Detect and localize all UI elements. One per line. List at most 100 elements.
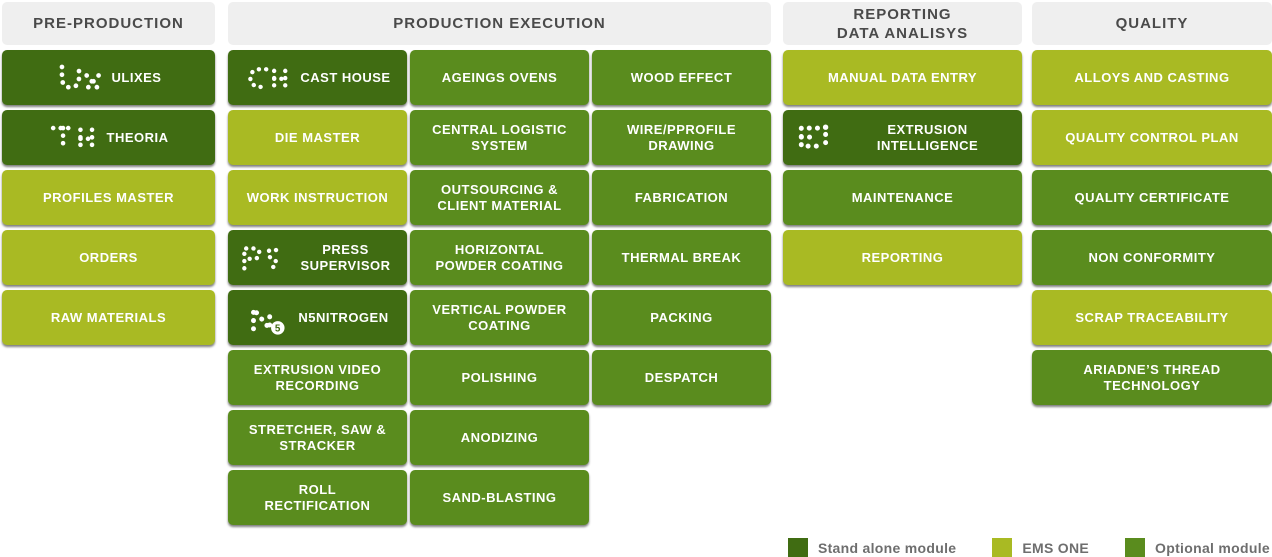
module-orders: ORDERS (2, 230, 215, 285)
module-ageings-ovens: AGEINGS OVENS (410, 50, 589, 105)
column-header-pre-production: PRE-PRODUCTION (2, 2, 215, 45)
module-label: N5NITROGEN (298, 309, 389, 325)
module-label: PACKING (650, 309, 713, 325)
module-profiles-master: PROFILES MASTER (2, 170, 215, 225)
module-extrusion-video-recording: EXTRUSION VIDEO RECORDING (228, 350, 407, 405)
legend: Stand alone module EMS ONE Optional modu… (787, 538, 1270, 557)
module-alloys-and-casting: ALLOYS AND CASTING (1032, 50, 1272, 105)
module-roll-rectification: ROLL RECTIFICATION (228, 470, 407, 525)
module-non-conformity: NON CONFORMITY (1032, 230, 1272, 285)
module-central-logistic-system: CENTRAL LOGISTIC SYSTEM (410, 110, 589, 165)
cast-house-logo-icon (248, 66, 288, 89)
legend-label: Stand alone module (817, 539, 957, 556)
legend-label: Optional module (1155, 539, 1270, 556)
legend-swatch-stand-alone (787, 538, 808, 557)
column-title: QUALITY (1115, 15, 1189, 32)
module-n5nitrogen: 5 N5NITROGEN (228, 290, 407, 345)
module-label: ARIADNE’S THREAD TECHNOLOGY (1083, 361, 1221, 393)
module-stretcher-saw-stracker: STRETCHER, SAW & STRACKER (228, 410, 407, 465)
column-header-production-execution: PRODUCTION EXECUTION (228, 2, 771, 45)
column-title: PRE-PRODUCTION (33, 15, 184, 32)
module-label: SAND-BLASTING (442, 489, 557, 505)
module-maintenance: MAINTENANCE (783, 170, 1022, 225)
module-label: VERTICAL POWDER COATING (432, 301, 567, 333)
module-label: THEORIA (106, 129, 169, 145)
production-subcolumn-3: WOOD EFFECT WIRE/PPROFILE DRAWING FABRIC… (592, 50, 771, 525)
module-label: AGEINGS OVENS (441, 69, 558, 85)
module-label: ROLL RECTIFICATION (264, 481, 371, 513)
module-polishing: POLISHING (410, 350, 589, 405)
column-pre-production: PRE-PRODUCTION ULIXES THEORIA PRO (2, 2, 215, 345)
module-extrusion-intelligence: EXTRUSION INTELLIGENCE (783, 110, 1022, 165)
module-thermal-break: THERMAL BREAK (592, 230, 771, 285)
module-theoria: THEORIA (2, 110, 215, 165)
ulixes-logo-icon (59, 64, 101, 91)
module-die-master: DIE MASTER (228, 110, 407, 165)
legend-item-optional: Optional module (1125, 538, 1270, 557)
production-execution-subcolumns: CAST HOUSE DIE MASTER WORK INSTRUCTION (228, 50, 771, 525)
legend-item-stand-alone: Stand alone module (787, 538, 957, 557)
module-anodizing: ANODIZING (410, 410, 589, 465)
module-label: THERMAL BREAK (621, 249, 742, 265)
module-label: EXTRUSION VIDEO RECORDING (253, 361, 382, 393)
column-reporting-data-analisys: REPORTING DATA ANALISYS MANUAL DATA ENTR… (783, 2, 1022, 285)
module-reporting: REPORTING (783, 230, 1022, 285)
module-packing: PACKING (592, 290, 771, 345)
module-raw-materials: RAW MATERIALS (2, 290, 215, 345)
module-outsourcing-client-material: OUTSOURCING & CLIENT MATERIAL (410, 170, 589, 225)
module-quality-certificate: QUALITY CERTIFICATE (1032, 170, 1272, 225)
column-header-reporting: REPORTING DATA ANALISYS (783, 2, 1022, 45)
module-label: PROFILES MASTER (42, 189, 174, 205)
module-label: OUTSOURCING & CLIENT MATERIAL (437, 181, 562, 213)
module-label: QUALITY CERTIFICATE (1074, 189, 1230, 205)
module-manual-data-entry: MANUAL DATA ENTRY (783, 50, 1022, 105)
column-title: PRODUCTION EXECUTION (393, 15, 606, 32)
module-label: ALLOYS AND CASTING (1074, 69, 1230, 85)
module-label: RAW MATERIALS (50, 309, 167, 325)
module-sand-blasting: SAND-BLASTING (410, 470, 589, 525)
module-label: CAST HOUSE (300, 69, 391, 85)
module-wood-effect: WOOD EFFECT (592, 50, 771, 105)
module-label: POLISHING (461, 369, 538, 385)
module-label: PRESS SUPERVISOR (300, 241, 391, 273)
module-label: QUALITY CONTROL PLAN (1065, 129, 1239, 145)
n5nitrogen-logo-icon: 5 (251, 301, 285, 336)
extrusion-intelligence-logo-icon (798, 124, 829, 149)
legend-item-ems-one: EMS ONE (992, 538, 1089, 557)
module-label: NON CONFORMITY (1088, 249, 1216, 265)
module-cast-house: CAST HOUSE (228, 50, 407, 105)
module-label: EXTRUSION INTELLIGENCE (876, 121, 979, 153)
legend-swatch-optional (1125, 538, 1146, 557)
module-label: STRETCHER, SAW & STRACKER (248, 421, 387, 453)
legend-label: EMS ONE (1022, 539, 1090, 556)
module-label: MAINTENANCE (851, 189, 954, 205)
module-label: HORIZONTAL POWDER COATING (435, 241, 564, 273)
module-vertical-powder-coating: VERTICAL POWDER COATING (410, 290, 589, 345)
module-despatch: DESPATCH (592, 350, 771, 405)
column-quality: QUALITY ALLOYS AND CASTING QUALITY CONTR… (1032, 2, 1272, 405)
column-title-line1: REPORTING (853, 5, 952, 23)
module-label: WOOD EFFECT (630, 69, 733, 85)
module-ariadnes-thread-technology: ARIADNE’S THREAD TECHNOLOGY (1032, 350, 1272, 405)
module-label: WORK INSTRUCTION (246, 189, 389, 205)
theoria-logo-icon (50, 125, 94, 150)
module-ulixes: ULIXES (2, 50, 215, 105)
module-label: FABRICATION (634, 189, 729, 205)
production-subcolumn-2: AGEINGS OVENS CENTRAL LOGISTIC SYSTEM OU… (410, 50, 589, 525)
module-label: REPORTING (861, 249, 944, 265)
column-header-quality: QUALITY (1032, 2, 1272, 45)
module-label: SCRAP TRACEABILITY (1075, 309, 1229, 325)
module-label: WIRE/PPROFILE DRAWING (626, 121, 737, 153)
module-label: MANUAL DATA ENTRY (827, 69, 978, 85)
module-label: DESPATCH (644, 369, 719, 385)
module-label: CENTRAL LOGISTIC SYSTEM (432, 121, 567, 153)
module-quality-control-plan: QUALITY CONTROL PLAN (1032, 110, 1272, 165)
module-work-instruction: WORK INSTRUCTION (228, 170, 407, 225)
module-label: ULIXES (111, 69, 162, 85)
production-subcolumn-1: CAST HOUSE DIE MASTER WORK INSTRUCTION (228, 50, 407, 525)
svg-text:5: 5 (275, 323, 281, 334)
module-press-supervisor: PRESS SUPERVISOR (228, 230, 407, 285)
column-title-line2: DATA ANALISYS (836, 24, 969, 42)
module-scrap-traceability: SCRAP TRACEABILITY (1032, 290, 1272, 345)
press-supervisor-logo-icon (242, 245, 279, 270)
